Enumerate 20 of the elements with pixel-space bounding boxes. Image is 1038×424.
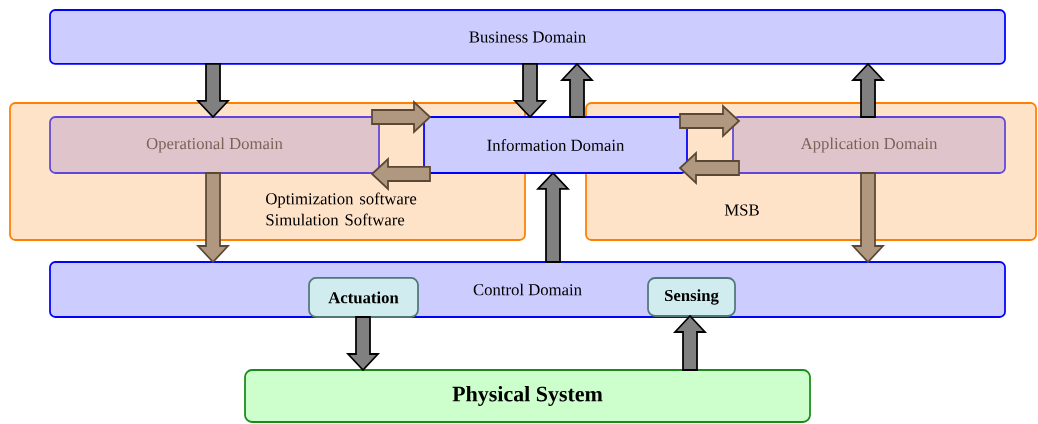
domain-box: Application Domain	[732, 116, 1006, 174]
block-arrow	[678, 150, 740, 186]
sub-box: Actuation	[308, 277, 419, 318]
block-arrow	[195, 172, 231, 264]
block-arrow	[850, 172, 886, 264]
sub-box: Sensing	[647, 277, 736, 317]
block-arrow	[371, 99, 432, 135]
block-arrow	[345, 316, 381, 372]
block-arrow	[512, 63, 548, 119]
block-arrow	[370, 156, 431, 192]
domain-box: Information Domain	[423, 116, 688, 174]
block-arrow	[559, 62, 595, 118]
block-arrow	[195, 63, 231, 119]
domain-box: Operational Domain	[49, 116, 380, 174]
block-arrow	[679, 103, 741, 139]
domain-box: Business Domain	[49, 9, 1006, 65]
block-arrow	[535, 171, 571, 263]
block-arrow	[850, 62, 886, 118]
block-arrow	[672, 314, 708, 371]
system-box: Physical System	[244, 369, 811, 423]
